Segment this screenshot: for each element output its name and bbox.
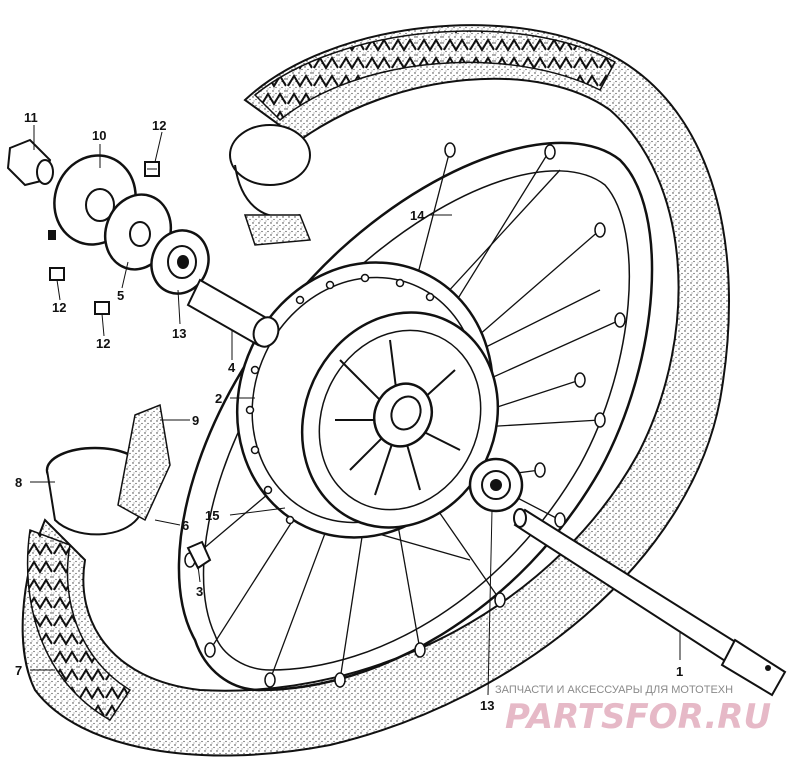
tire-tread-lower-left [26,528,132,721]
callout-14: 14 [410,208,425,223]
callout-5: 5 [117,288,124,303]
callout-9: 9 [192,413,199,428]
callout-3: 3 [196,584,203,599]
callout-2: 2 [215,391,222,406]
callout-7: 7 [15,663,22,678]
screw-left [49,267,65,281]
callout-4: 4 [228,360,236,375]
axle-nut [6,138,54,187]
callout-13-bottom: 13 [480,698,494,713]
callout-12-bottom: 12 [96,336,110,351]
tire [21,24,731,757]
callout-labels: 11 10 12 12 12 5 13 4 9 8 6 3 15 2 14 7 … [15,110,683,713]
callout-12-top: 12 [152,118,166,133]
watermark-brand: PARTSFOR.RU [505,697,771,737]
bearing-left [150,229,210,295]
leader-lines [30,125,681,696]
watermark-subtitle: ЗАПЧАСТИ И АКСЕССУАРЫ ДЛЯ МОТОТЕХН [495,684,733,696]
callout-13-top: 13 [172,326,186,341]
callout-1: 1 [676,664,683,679]
valve-cap [186,540,212,570]
callout-12-left: 12 [52,300,66,315]
tire-cut-end-top [229,124,311,186]
screw-bottom [94,301,110,315]
hub [235,261,500,539]
bearing-right [468,457,524,513]
callout-8: 8 [15,475,22,490]
watermark: ЗАПЧАСТИ И АКСЕССУАРЫ ДЛЯ МОТОТЕХН PARTS… [495,684,771,737]
callout-15: 15 [205,508,219,523]
callout-10: 10 [92,128,106,143]
distance-collar [186,278,280,348]
rim-band [117,403,171,522]
screw-top [144,161,160,177]
callout-6: 6 [182,518,189,533]
tire-outer-band [21,24,731,757]
callout-11: 11 [24,110,38,125]
spoke-nipples [184,142,626,688]
tire-tread-top [253,30,617,122]
axle [513,508,787,697]
